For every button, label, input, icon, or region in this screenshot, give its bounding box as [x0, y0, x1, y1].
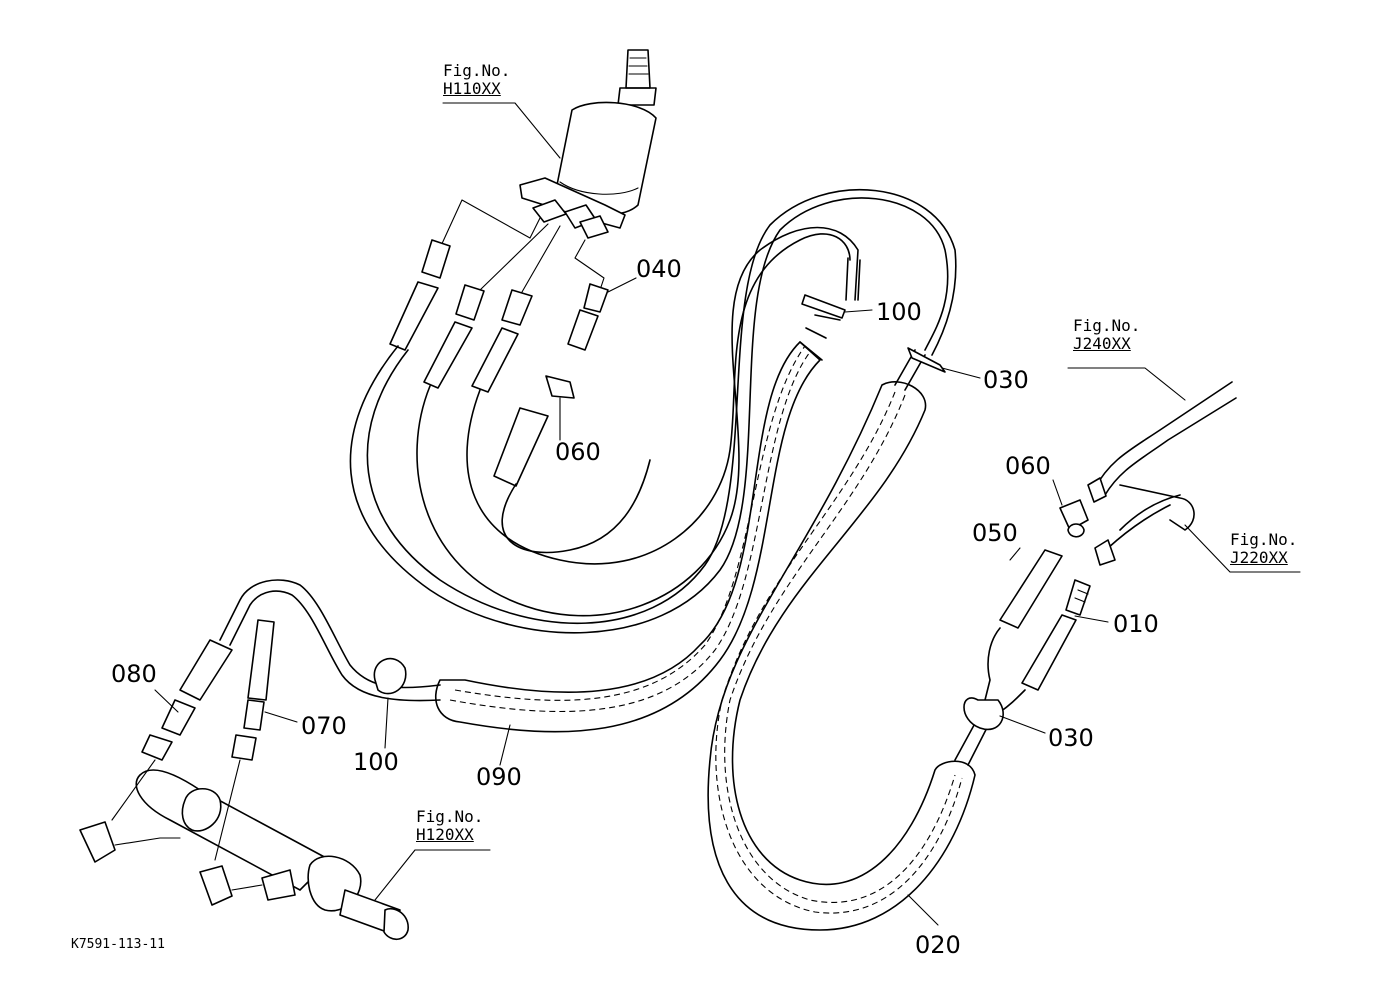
port-leader-c [521, 225, 561, 293]
fig-ref-j240: Fig.No. J240XX [1073, 316, 1141, 354]
elbow-left-link [114, 837, 181, 846]
fig-ref-prefix: Fig.No. [1230, 530, 1298, 549]
port-leader-a [439, 199, 541, 249]
sleeve-090 [435, 314, 841, 733]
steering-valve-unit [519, 49, 657, 239]
part-label-030-top: 030 [983, 366, 1029, 394]
part-label-060-right: 060 [1005, 452, 1051, 480]
fitting-010 [1021, 579, 1091, 691]
part-label-070: 070 [301, 712, 347, 740]
fig-ref-prefix: Fig.No. [1073, 316, 1141, 335]
fig-ref-h110: Fig.No. H110XX [443, 61, 511, 99]
fig-ref-prefix: Fig.No. [443, 61, 511, 80]
part-label-100-bottom: 100 [353, 748, 399, 776]
part-label-080: 080 [111, 660, 157, 688]
fig-ref-code: J220XX [1230, 548, 1288, 568]
cylinder-leaders [111, 759, 241, 861]
fig-ref-code: H110XX [443, 79, 501, 99]
part-label-090: 090 [476, 763, 522, 791]
drawing-code: K7591-113-11 [71, 937, 165, 952]
clamp-100-top [801, 294, 846, 319]
part-label-010: 010 [1113, 610, 1159, 638]
fig-ref-code: J240XX [1073, 334, 1131, 354]
right-pipes [1059, 381, 1237, 566]
label-leaders [154, 102, 1301, 926]
port-leader-d [574, 239, 605, 291]
clamp-030-top [907, 347, 946, 373]
clamp-030-bottom [963, 697, 1004, 731]
fig-ref-prefix: Fig.No. [416, 807, 484, 826]
part-label-030-bottom: 030 [1048, 724, 1094, 752]
part-label-100-top: 100 [876, 298, 922, 326]
hose-fittings-top [389, 239, 609, 487]
clamp-100-bottom [373, 657, 407, 695]
elbow-right-link [231, 884, 263, 891]
cylinder-h120 [135, 769, 409, 941]
elbow-right [199, 865, 233, 906]
part-label-020: 020 [915, 931, 961, 959]
hose-020 [707, 381, 976, 931]
fig-ref-code: H120XX [416, 825, 474, 845]
port-leader-b [479, 223, 549, 291]
sleeve-050 [999, 549, 1063, 629]
elbow-left [79, 821, 116, 863]
part-label-050: 050 [972, 519, 1018, 547]
fig-ref-j220: Fig.No. J220XX [1230, 530, 1298, 568]
fig-ref-h120: Fig.No. H120XX [416, 807, 484, 845]
hose-runs [349, 188, 957, 634]
part-label-060-left: 060 [555, 438, 601, 466]
part-label-040: 040 [636, 255, 682, 283]
